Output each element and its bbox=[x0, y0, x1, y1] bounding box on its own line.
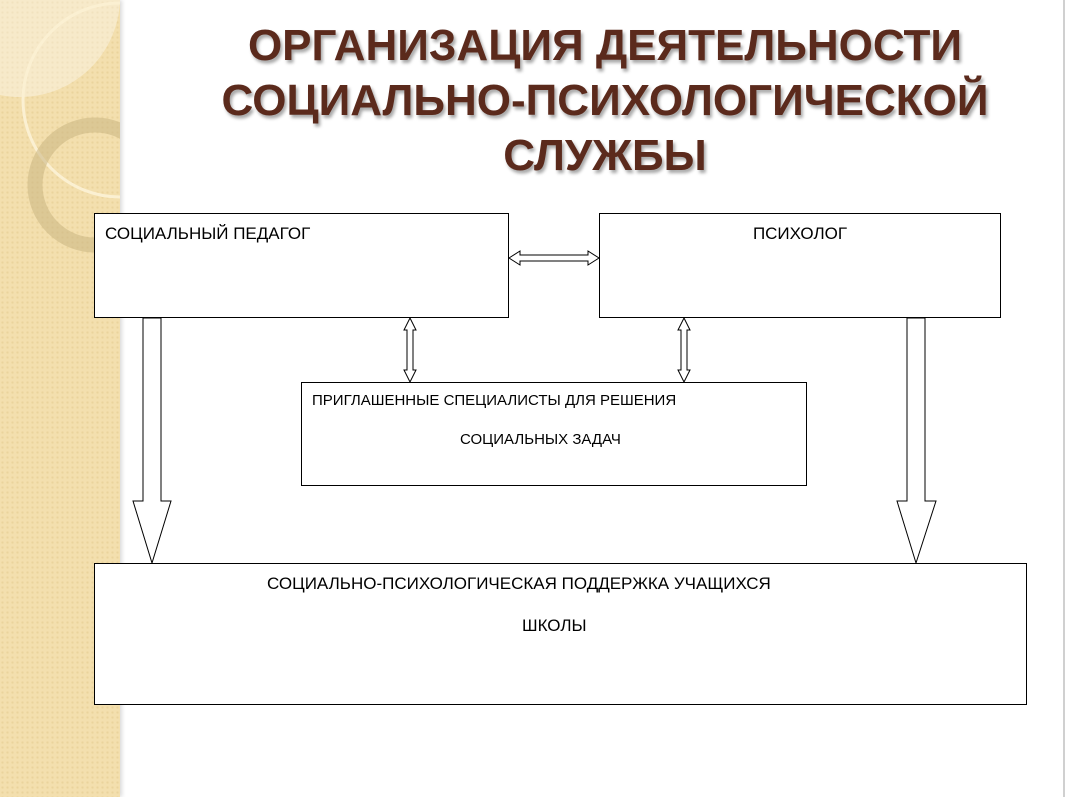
title-line-3: СЛУЖБЫ bbox=[503, 131, 707, 180]
specialists-label-line-2: СОЦИАЛЬНЫХ ЗАДАЧ bbox=[460, 431, 621, 448]
student-support-box: СОЦИАЛЬНО-ПСИХОЛОГИЧЕСКАЯ ПОДДЕРЖКА УЧАЩ… bbox=[94, 563, 1027, 705]
specialists-label-line-1: ПРИГЛАШЕННЫЕ СПЕЦИАЛИСТЫ ДЛЯ РЕШЕНИЯ bbox=[312, 392, 677, 409]
title-line-2: СОЦИАЛЬНО-ПСИХОЛОГИЧЕСКОЙ bbox=[221, 76, 989, 125]
decorative-side-panel bbox=[0, 0, 120, 797]
invited-specialists-box: ПРИГЛАШЕННЫЕ СПЕЦИАЛИСТЫ ДЛЯ РЕШЕНИЯ СОЦ… bbox=[301, 382, 807, 486]
support-label-line-1: СОЦИАЛЬНО-ПСИХОЛОГИЧЕСКАЯ ПОДДЕРЖКА УЧАЩ… bbox=[267, 574, 771, 593]
social-pedagogue-label: СОЦИАЛЬНЫЙ ПЕДАГОГ bbox=[105, 224, 311, 243]
down-arrow-left bbox=[132, 317, 172, 565]
slide-title: ОРГАНИЗАЦИЯ ДЕЯТЕЛЬНОСТИ СОЦИАЛЬНО-ПСИХО… bbox=[190, 18, 1020, 183]
double-arrow-horizontal bbox=[508, 250, 600, 266]
social-pedagogue-box: СОЦИАЛЬНЫЙ ПЕДАГОГ bbox=[94, 213, 509, 318]
support-label-line-2: ШКОЛЫ bbox=[522, 616, 587, 635]
double-arrow-vertical-right bbox=[677, 316, 691, 384]
psychologist-box: ПСИХОЛОГ bbox=[599, 213, 1001, 318]
double-arrow-vertical-left bbox=[403, 316, 417, 384]
down-arrow-right bbox=[896, 317, 937, 565]
title-line-1: ОРГАНИЗАЦИЯ ДЕЯТЕЛЬНОСТИ bbox=[247, 21, 963, 70]
slide-border bbox=[1063, 0, 1065, 797]
psychologist-label: ПСИХОЛОГ bbox=[752, 224, 848, 243]
